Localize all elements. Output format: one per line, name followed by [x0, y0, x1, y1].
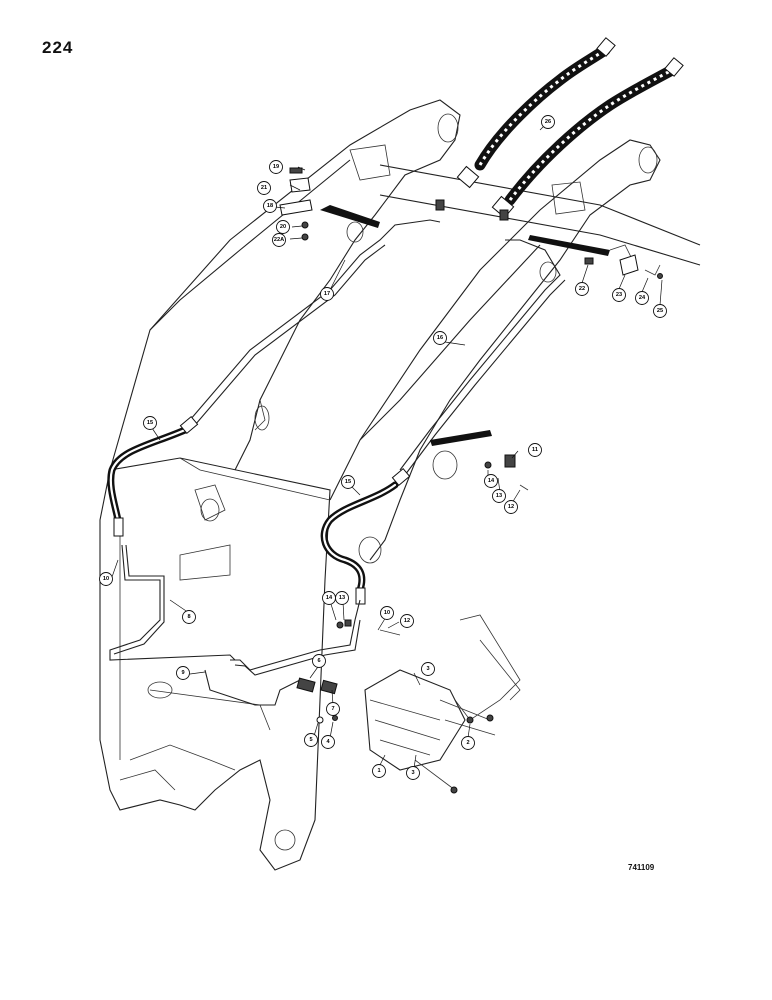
callout-18: 18	[263, 199, 277, 213]
svg-text:18: 18	[267, 203, 273, 209]
leader-lines	[111, 121, 663, 769]
svg-text:12: 12	[508, 504, 514, 510]
callout-23: 23	[612, 288, 626, 302]
callout-3-lower: 3	[406, 766, 420, 780]
callout-14-right: 14	[484, 474, 498, 488]
loader-frame	[99, 399, 521, 871]
hardware	[279, 167, 663, 636]
svg-text:3: 3	[411, 770, 414, 776]
callout-8: 8	[182, 610, 196, 624]
wedge-11	[430, 430, 492, 446]
callout-19: 19	[269, 160, 283, 174]
svg-text:21: 21	[261, 185, 267, 191]
drawing-code: 741109	[628, 863, 655, 872]
callout-7: 7	[326, 702, 340, 716]
svg-text:8: 8	[187, 614, 190, 620]
wedge-18	[320, 205, 380, 228]
hose-15-left	[107, 415, 199, 537]
callout-16: 16	[433, 331, 447, 345]
wedge-22	[528, 235, 610, 256]
callout-14-lower: 14	[322, 591, 336, 605]
callout-3-upper: 3	[421, 662, 435, 676]
tube-8	[109, 544, 236, 661]
svg-text:5: 5	[309, 737, 312, 743]
tube-16	[399, 239, 566, 476]
svg-text:4: 4	[326, 739, 330, 745]
svg-text:22A: 22A	[274, 237, 284, 243]
svg-text:7: 7	[331, 706, 334, 712]
svg-text:15: 15	[345, 479, 351, 485]
tube-17	[189, 219, 441, 426]
hose-15-right	[320, 467, 411, 605]
callout-11: 11	[528, 443, 542, 457]
callout-10-left: 10	[99, 572, 113, 586]
callout-17: 17	[320, 287, 334, 301]
svg-text:20: 20	[280, 224, 286, 230]
svg-text:10: 10	[103, 576, 109, 582]
callout-15-right: 15	[341, 475, 355, 489]
callout-1: 1	[372, 764, 386, 778]
cross-tube	[349, 144, 701, 266]
callout-13-right: 13	[492, 489, 506, 503]
right-loader-arm	[329, 139, 661, 564]
svg-text:9: 9	[181, 670, 184, 676]
svg-text:10: 10	[384, 610, 390, 616]
svg-text:25: 25	[657, 308, 663, 314]
callout-25: 25	[653, 304, 667, 318]
callout-12-right: 12	[504, 500, 518, 514]
callout-2: 2	[461, 736, 475, 750]
callout-22A: 22A	[272, 233, 286, 247]
page-number: 224	[42, 38, 74, 57]
callout-4: 4	[321, 735, 335, 749]
svg-text:11: 11	[532, 447, 538, 453]
svg-text:14: 14	[326, 595, 333, 601]
svg-text:6: 6	[317, 658, 320, 664]
callout-24: 24	[635, 291, 649, 305]
callout-21: 21	[257, 181, 271, 195]
svg-text:1: 1	[377, 768, 380, 774]
svg-text:26: 26	[545, 119, 551, 125]
svg-text:2: 2	[466, 740, 469, 746]
callout-26: 26	[541, 115, 555, 129]
svg-text:23: 23	[616, 292, 622, 298]
tube-9	[204, 599, 361, 706]
callout-15-left: 15	[143, 416, 157, 430]
svg-text:24: 24	[639, 295, 646, 301]
svg-text:19: 19	[273, 164, 279, 170]
callout-6: 6	[312, 654, 326, 668]
callout-22: 22	[575, 282, 589, 296]
callout-12-lower: 12	[400, 614, 414, 628]
callout-10-right: 10	[380, 606, 394, 620]
svg-text:22: 22	[579, 286, 585, 292]
svg-text:14: 14	[488, 478, 495, 484]
svg-text:16: 16	[437, 335, 443, 341]
svg-text:13: 13	[496, 493, 502, 499]
callout-13-lower: 13	[335, 591, 349, 605]
svg-text:12: 12	[404, 618, 410, 624]
callout-9: 9	[176, 666, 190, 680]
hose-26	[435, 37, 684, 221]
left-loader-arm	[109, 99, 461, 471]
svg-text:13: 13	[339, 595, 345, 601]
svg-text:17: 17	[324, 291, 330, 297]
callout-5: 5	[304, 733, 318, 747]
svg-text:3: 3	[426, 666, 429, 672]
callout-20: 20	[276, 220, 290, 234]
control-valve	[296, 639, 521, 794]
svg-text:15: 15	[147, 420, 153, 426]
